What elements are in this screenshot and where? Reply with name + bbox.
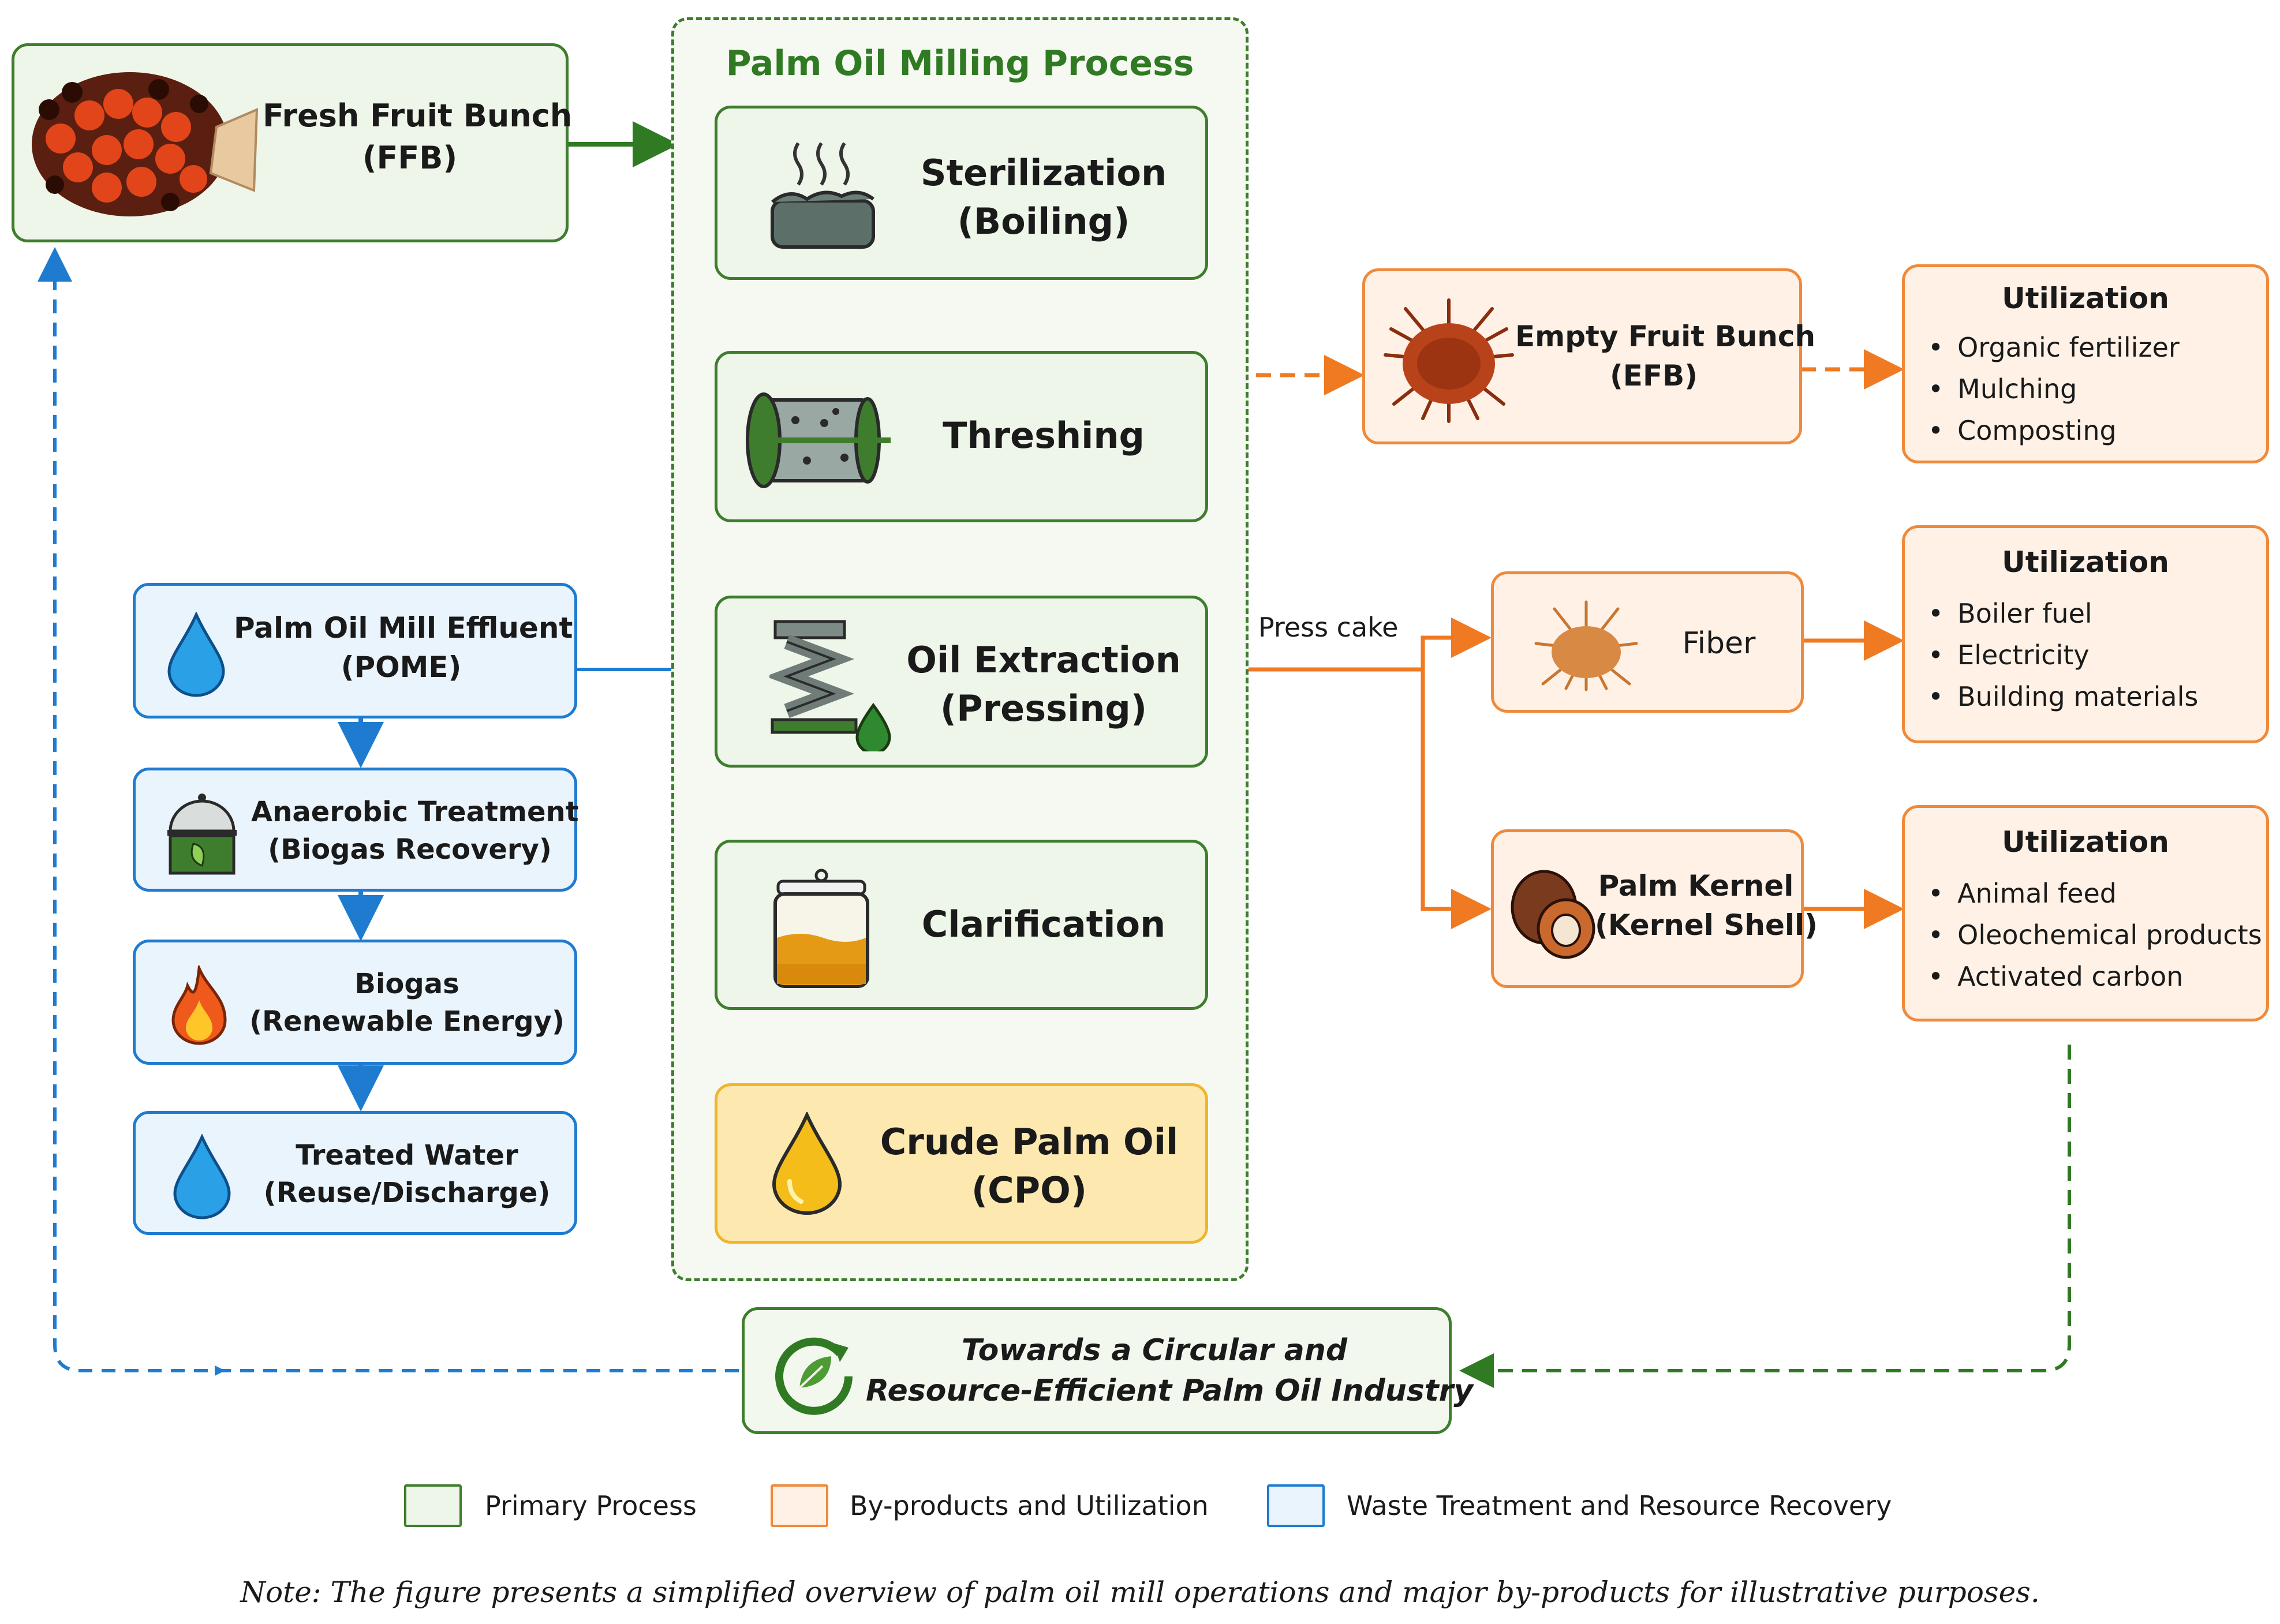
utilization-item: Building materials [1928, 676, 2198, 717]
arrow-utilization-circular [1459, 1045, 2071, 1388]
waste-treated-water-label: Treated Water [296, 1139, 518, 1172]
step-oil-extraction-sublabel: (Pressing) [940, 687, 1148, 729]
utilization-efb-list: Organic fertilizer Mulching Composting [1928, 327, 2180, 451]
utilization-fiber: Utilization Boiler fuel Electricity Buil… [1902, 525, 2269, 743]
utilization-fiber-list: Boiler fuel Electricity Building materia… [1928, 593, 2198, 717]
byproduct-fiber-label: Fiber [1682, 626, 1756, 661]
byproduct-palm-kernel-label: Palm Kernel [1598, 869, 1794, 903]
step-sterilization-label: Sterilization [920, 152, 1167, 194]
byproduct-efb: Empty Fruit Bunch (EFB) [1362, 268, 1816, 444]
boiling-pot-icon [771, 142, 875, 249]
utilization-item: Boiler fuel [1928, 593, 2198, 634]
ffb-label: Fresh Fruit Bunch [263, 98, 573, 134]
legend-label-byproducts: By-products and Utilization [850, 1490, 1209, 1521]
recycle-leaf-icon [775, 1337, 853, 1415]
waste-anaerobic-sublabel: (Biogas Recovery) [268, 833, 552, 866]
oil-drop-icon [772, 1112, 842, 1215]
step-crude-palm-oil-label: Crude Palm Oil [880, 1121, 1179, 1163]
utilization-fiber-title: Utilization [2002, 545, 2169, 579]
screw-press-icon [769, 620, 891, 751]
clarification-tank-icon [773, 869, 869, 988]
circular-label: Towards a Circular and [961, 1333, 1348, 1368]
waste-pome-sublabel: (POME) [341, 650, 462, 684]
utilization-item: Composting [1928, 410, 2180, 451]
step-sterilization-sublabel: (Boiling) [957, 200, 1130, 242]
arrow-circular-ffb [38, 247, 739, 1372]
circular-sublabel: Resource-Efficient Palm Oil Industry [866, 1374, 1474, 1409]
step-sterilization: Sterilization (Boiling) [715, 106, 1208, 280]
byproduct-palm-kernel-sublabel: (Kernel Shell) [1595, 908, 1818, 942]
step-crude-palm-oil: Crude Palm Oil (CPO) [715, 1083, 1208, 1244]
step-crude-palm-oil-sublabel: (CPO) [971, 1169, 1087, 1211]
press-cake-label: Press cake [1258, 612, 1399, 643]
step-threshing-label: Threshing [943, 414, 1145, 456]
empty-fruit-bunch-icon [1384, 298, 1514, 423]
waste-treated-water: Treated Water (Reuse/Discharge) [133, 1111, 577, 1235]
palm-fruit-bunch-icon [32, 72, 259, 216]
waste-biogas-sublabel: (Renewable Energy) [249, 1005, 565, 1038]
byproduct-efb-sublabel: (EFB) [1609, 358, 1698, 392]
utilization-efb-title: Utilization [2002, 282, 2169, 315]
byproduct-fiber: Fiber [1491, 571, 1804, 713]
flame-icon [171, 966, 227, 1045]
waste-biogas: Biogas (Renewable Energy) [133, 940, 577, 1065]
circular-industry-box: Towards a Circular and Resource-Efficien… [742, 1307, 1474, 1434]
utilization-item: Animal feed [1928, 873, 2262, 914]
utilization-item: Activated carbon [1928, 956, 2262, 997]
footnote: Note: The figure presents a simplified o… [240, 1576, 2040, 1609]
legend-swatch-primary [404, 1484, 462, 1527]
milling-title: Palm Oil Milling Process [726, 43, 1194, 84]
waste-pome: Palm Oil Mill Effluent (POME) [133, 583, 577, 719]
biogas-dome-icon [167, 794, 237, 875]
waste-anaerobic-label: Anaerobic Treatment [251, 796, 579, 828]
water-drop-icon [167, 612, 225, 697]
arrow-presscake-fiber [1208, 618, 1492, 672]
utilization-kernel-list: Animal feed Oleochemical products Activa… [1928, 873, 2262, 997]
legend-swatch-byproducts [771, 1484, 828, 1527]
waste-anaerobic: Anaerobic Treatment (Biogas Recovery) [133, 768, 579, 892]
waste-pome-label: Palm Oil Mill Effluent [234, 611, 573, 645]
step-threshing: Threshing [715, 351, 1208, 522]
utilization-efb: Utilization Organic fertilizer Mulching … [1902, 264, 2269, 463]
thresher-drum-icon [746, 392, 891, 488]
waste-treated-water-sublabel: (Reuse/Discharge) [263, 1176, 551, 1209]
utilization-item: Organic fertilizer [1928, 327, 2180, 368]
utilization-kernel-title: Utilization [2002, 825, 2169, 859]
arrow-presscake-kernel [1421, 669, 1492, 929]
palm-kernel-icon [1511, 870, 1595, 959]
step-clarification-label: Clarification [921, 903, 1166, 945]
fiber-icon [1534, 600, 1638, 691]
water-drop-icon-2 [173, 1134, 231, 1219]
waste-biogas-label: Biogas [354, 968, 459, 1000]
legend-label-waste: Waste Treatment and Resource Recovery [1347, 1490, 1892, 1521]
step-clarification: Clarification [715, 840, 1208, 1010]
utilization-item: Electricity [1928, 634, 2198, 676]
legend-swatch-waste [1267, 1484, 1325, 1527]
utilization-item: Oleochemical products [1928, 914, 2262, 956]
legend-label-primary: Primary Process [485, 1490, 697, 1521]
utilization-item: Mulching [1928, 368, 2180, 410]
step-oil-extraction-label: Oil Extraction [906, 639, 1181, 681]
byproduct-palm-kernel: Palm Kernel (Kernel Shell) [1491, 829, 1818, 988]
utilization-kernel: Utilization Animal feed Oleochemical pro… [1902, 805, 2269, 1021]
ffb-box: Fresh Fruit Bunch (FFB) [12, 43, 573, 242]
byproduct-efb-label: Empty Fruit Bunch [1515, 320, 1816, 353]
step-oil-extraction: Oil Extraction (Pressing) [715, 596, 1208, 768]
ffb-sublabel: (FFB) [362, 139, 458, 176]
